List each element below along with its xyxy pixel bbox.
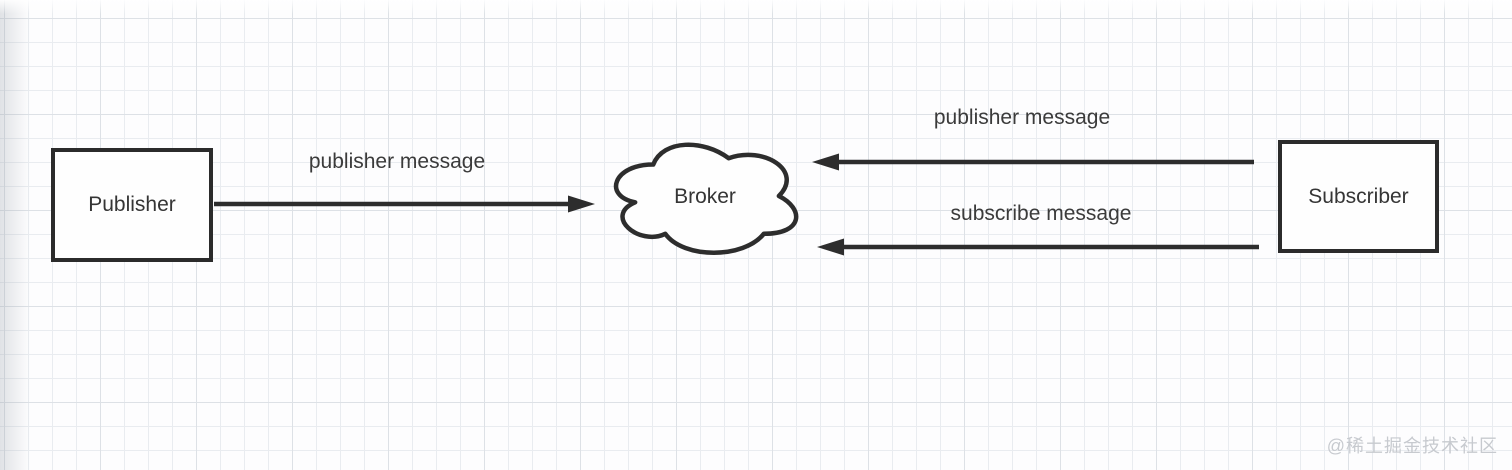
- edge-publisher-to-broker-arrow: [214, 195, 595, 213]
- publisher-node-label: Publisher: [88, 193, 176, 216]
- edge-subscriber-to-broker-subscribe-arrow: [817, 238, 1259, 256]
- broker-node-label: Broker: [674, 185, 736, 208]
- edge-label-subscribe-message: subscribe message: [950, 202, 1132, 225]
- edge-subscriber-to-broker-publish-arrow: [812, 153, 1254, 171]
- subscriber-node: Subscriber: [1278, 140, 1439, 253]
- edge-label-publisher-message-left: publisher message: [308, 150, 486, 173]
- broker-cloud-shape: [613, 142, 799, 255]
- edge-label-publisher-message-right: publisher message: [933, 106, 1111, 129]
- publisher-node: Publisher: [51, 148, 213, 262]
- juejin-watermark: @稀土掘金技术社区: [1326, 436, 1498, 456]
- subscriber-node-label: Subscriber: [1308, 184, 1409, 208]
